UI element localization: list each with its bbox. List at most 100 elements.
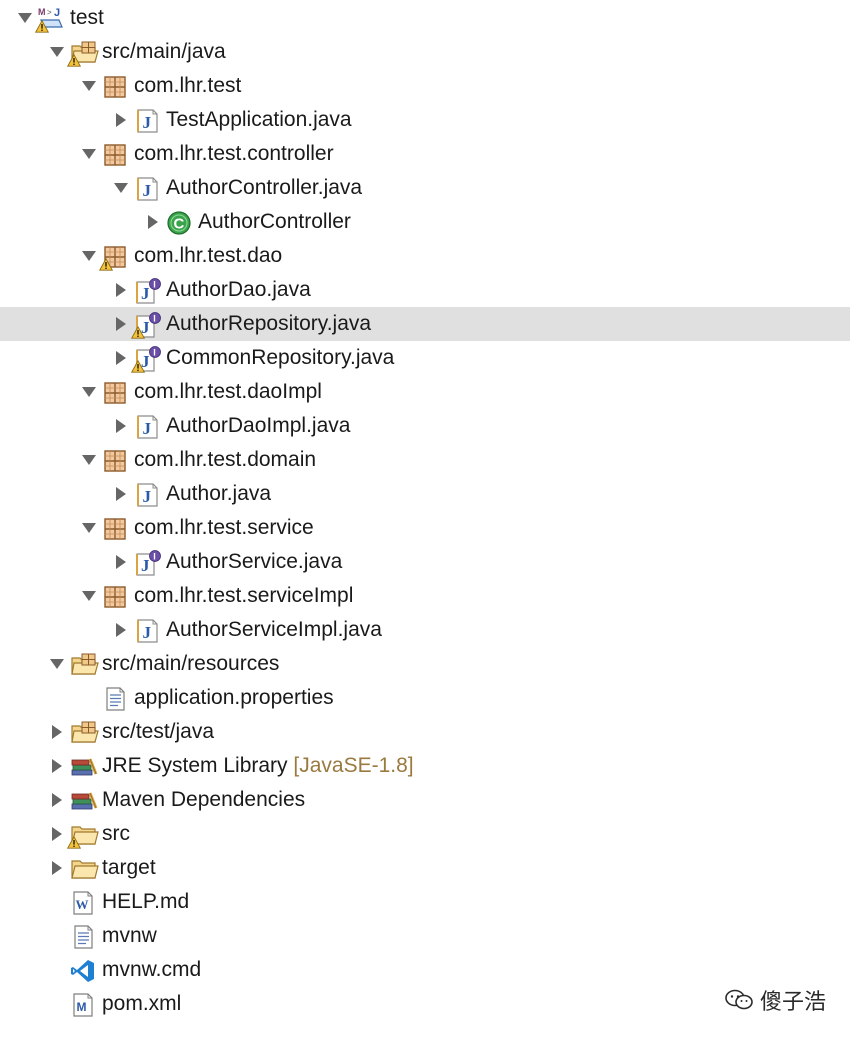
tree-item[interactable]: J Author.java: [0, 477, 850, 511]
tree-item[interactable]: com.lhr.test.domain: [0, 443, 850, 477]
tree-item-label: AuthorController.java: [166, 171, 362, 205]
tree-item[interactable]: J AuthorController.java: [0, 171, 850, 205]
vscode-file-icon: [70, 958, 96, 984]
warning-icon: [98, 257, 114, 276]
tree-item-text: AuthorDaoImpl.java: [166, 414, 351, 437]
tree-item[interactable]: com.lhr.test.daoImpl: [0, 375, 850, 409]
package-icon: [102, 380, 128, 406]
package-icon: [102, 74, 128, 100]
tree-item-text: com.lhr.test.domain: [134, 448, 317, 471]
tree-item[interactable]: J I CommonRepository.java: [0, 341, 850, 375]
tree-item[interactable]: C AuthorController: [0, 205, 850, 239]
collapse-arrow-right-icon[interactable]: [110, 103, 132, 137]
tree-item-label: AuthorDaoImpl.java: [166, 409, 350, 443]
svg-text:M: M: [38, 7, 46, 17]
tree-item-label: com.lhr.test: [134, 69, 241, 103]
tree-item-decoration: [JavaSE-1.8]: [293, 754, 414, 777]
tree-item[interactable]: J AuthorDaoImpl.java: [0, 409, 850, 443]
tree-item-text: com.lhr.test.dao: [134, 244, 283, 267]
tree-item-label: com.lhr.test.service: [134, 511, 314, 545]
java-file-icon: J: [134, 482, 160, 508]
tree-item[interactable]: com.lhr.test.service: [0, 511, 850, 545]
svg-text:I: I: [153, 552, 156, 562]
tree-item-text: src/main/java: [102, 40, 226, 63]
collapse-arrow-right-icon[interactable]: [110, 307, 132, 341]
tree-item-text: AuthorServiceImpl.java: [166, 618, 382, 641]
tree-item-text: Maven Dependencies: [102, 788, 306, 811]
tree-item-text: AuthorController: [198, 210, 351, 233]
tree-item[interactable]: com.lhr.test.serviceImpl: [0, 579, 850, 613]
tree-item[interactable]: M > J test: [0, 1, 850, 35]
collapse-arrow-right-icon[interactable]: [46, 783, 68, 817]
svg-text:J: J: [143, 623, 152, 642]
tree-item[interactable]: J I AuthorService.java: [0, 545, 850, 579]
folder-icon: [66, 822, 99, 849]
text-file-icon: [102, 686, 128, 712]
tree-item-label: target: [102, 851, 156, 885]
collapse-arrow-right-icon[interactable]: [46, 749, 68, 783]
collapse-arrow-right-icon[interactable]: [46, 817, 68, 851]
expand-arrow-down-icon[interactable]: [78, 579, 100, 613]
maven-project-icon: M > J: [34, 6, 64, 33]
tree-item[interactable]: com.lhr.test.controller: [0, 137, 850, 171]
java-interface-file-icon: J I: [130, 312, 161, 339]
tree-item-label: com.lhr.test.serviceImpl: [134, 579, 353, 613]
package-icon: [102, 448, 128, 474]
tree-item[interactable]: J I AuthorRepository.java: [0, 307, 850, 341]
watermark: 傻子浩: [724, 984, 826, 1016]
warning-icon: [130, 359, 146, 378]
collapse-arrow-right-icon[interactable]: [142, 205, 164, 239]
tree-item-label: src/test/java: [102, 715, 214, 749]
tree-item[interactable]: com.lhr.test.dao: [0, 239, 850, 273]
tree-item-text: target: [102, 856, 156, 879]
expand-arrow-down-icon[interactable]: [46, 647, 68, 681]
tree-item-text: test: [70, 6, 104, 29]
expand-arrow-down-icon[interactable]: [78, 239, 100, 273]
source-folder-icon: [66, 40, 99, 67]
collapse-arrow-right-icon[interactable]: [110, 409, 132, 443]
expand-arrow-down-icon[interactable]: [78, 69, 100, 103]
collapse-arrow-right-icon[interactable]: [110, 477, 132, 511]
tree-item[interactable]: M pom.xml: [0, 987, 850, 1021]
tree-item-text: pom.xml: [102, 992, 182, 1015]
wechat-icon: [724, 988, 754, 1012]
svg-text:J: J: [143, 113, 152, 132]
maven-pom-icon: M: [70, 992, 96, 1018]
expand-arrow-down-icon[interactable]: [78, 443, 100, 477]
tree-item[interactable]: J AuthorServiceImpl.java: [0, 613, 850, 647]
collapse-arrow-right-icon[interactable]: [110, 273, 132, 307]
tree-item[interactable]: W HELP.md: [0, 885, 850, 919]
tree-item[interactable]: target: [0, 851, 850, 885]
tree-item[interactable]: com.lhr.test: [0, 69, 850, 103]
expand-arrow-down-icon[interactable]: [78, 375, 100, 409]
tree-item[interactable]: src/test/java: [0, 715, 850, 749]
expand-arrow-down-icon[interactable]: [14, 1, 36, 35]
collapse-arrow-right-icon[interactable]: [110, 613, 132, 647]
tree-item[interactable]: application.properties: [0, 681, 850, 715]
tree-item[interactable]: Maven Dependencies: [0, 783, 850, 817]
expand-arrow-down-icon[interactable]: [78, 511, 100, 545]
expand-arrow-down-icon[interactable]: [78, 137, 100, 171]
expand-arrow-down-icon[interactable]: [46, 35, 68, 69]
tree-item-text: Author.java: [166, 482, 272, 505]
tree-item-label: com.lhr.test.dao: [134, 239, 282, 273]
tree-item[interactable]: src: [0, 817, 850, 851]
tree-item[interactable]: J I AuthorDao.java: [0, 273, 850, 307]
expand-arrow-down-icon[interactable]: [110, 171, 132, 205]
tree-item[interactable]: J TestApplication.java: [0, 103, 850, 137]
tree-item-label: CommonRepository.java: [166, 341, 394, 375]
tree-item-text: com.lhr.test: [134, 74, 242, 97]
tree-item[interactable]: mvnw: [0, 919, 850, 953]
warning-icon: [66, 53, 82, 72]
source-folder-icon: [70, 720, 99, 746]
tree-item[interactable]: mvnw.cmd: [0, 953, 850, 987]
collapse-arrow-right-icon[interactable]: [46, 715, 68, 749]
tree-item[interactable]: src/main/java: [0, 35, 850, 69]
collapse-arrow-right-icon[interactable]: [110, 341, 132, 375]
svg-text:>: >: [47, 8, 52, 17]
tree-item-label: AuthorService.java: [166, 545, 342, 579]
collapse-arrow-right-icon[interactable]: [46, 851, 68, 885]
collapse-arrow-right-icon[interactable]: [110, 545, 132, 579]
tree-item[interactable]: src/main/resources: [0, 647, 850, 681]
tree-item[interactable]: JRE System Library [JavaSE-1.8]: [0, 749, 850, 783]
